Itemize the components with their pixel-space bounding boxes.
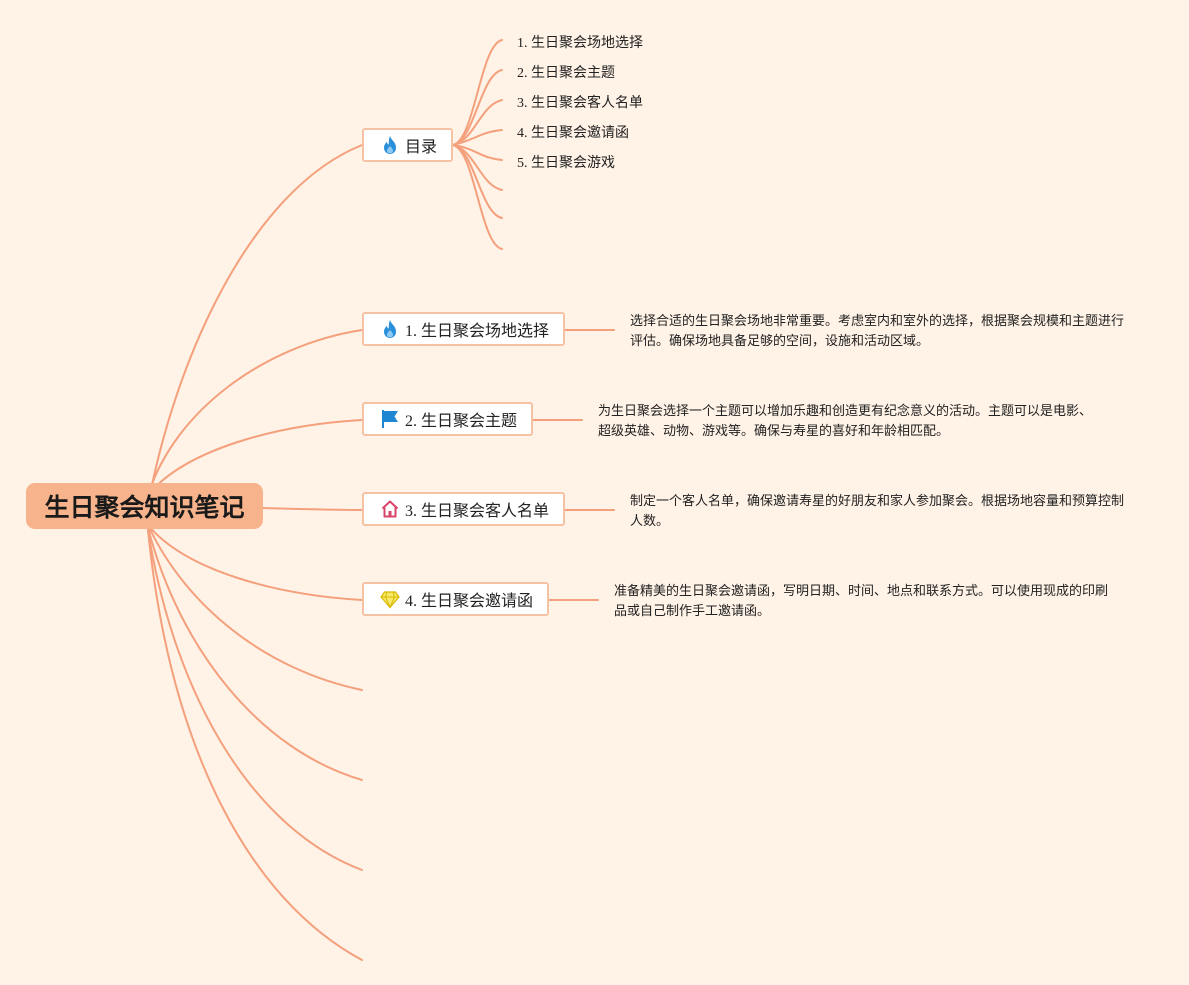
toc-item-3[interactable]: 3. 生日聚会客人名单 bbox=[517, 96, 643, 111]
toc-item-5[interactable]: 5. 生日聚会游戏 bbox=[517, 156, 615, 171]
connector-toc-item-4 bbox=[452, 129, 503, 146]
topic-description-guest-list: 制定一个客人名单，确保邀请寿星的好朋友和家人参加聚会。根据场地容量和预算控制人数… bbox=[630, 494, 1125, 529]
diamond-icon bbox=[380, 589, 400, 609]
connector-root-toc bbox=[147, 144, 363, 506]
connector-root-topic-1 bbox=[147, 329, 363, 496]
topic-label: 4. 生日聚会邀请函 bbox=[405, 593, 534, 610]
connector-root-topic-3 bbox=[261, 507, 363, 511]
toc-item-4[interactable]: 4. 生日聚会邀请函 bbox=[517, 126, 629, 141]
flag-icon bbox=[380, 409, 400, 429]
topic-node-venue[interactable]: 1. 生日聚会场地选择 bbox=[362, 312, 566, 346]
topic-label: 3. 生日聚会客人名单 bbox=[405, 503, 550, 520]
connector-toc-empty-3 bbox=[452, 144, 503, 250]
toc-node[interactable]: 目录 bbox=[362, 128, 454, 162]
root-title: 生日聚会知识笔记 bbox=[44, 493, 245, 522]
flame-icon bbox=[380, 319, 400, 339]
connector-root-empty-1 bbox=[147, 524, 363, 691]
topic-label: 1. 生日聚会场地选择 bbox=[405, 323, 550, 340]
topic-label: 2. 生日聚会主题 bbox=[405, 413, 518, 430]
toc-item-1[interactable]: 1. 生日聚会场地选择 bbox=[517, 36, 643, 51]
topic-description-venue: 选择合适的生日聚会场地非常重要。考虑室内和室外的选择，根据聚会规模和主题进行评估… bbox=[630, 314, 1125, 349]
connector-root-empty-4 bbox=[147, 529, 363, 961]
connector-toc-item-2 bbox=[452, 69, 503, 146]
topic-description-invitation: 准备精美的生日聚会邀请函，写明日期、时间、地点和联系方式。可以使用现成的印刷品或… bbox=[614, 584, 1109, 619]
house-icon bbox=[380, 499, 400, 519]
topic-description-theme: 为生日聚会选择一个主题可以增加乐趣和创造更有纪念意义的活动。主题可以是电影、超级… bbox=[598, 404, 1093, 439]
connector-toc-empty-2 bbox=[452, 144, 503, 219]
flame-icon bbox=[380, 135, 400, 155]
topic-node-guest-list[interactable]: 3. 生日聚会客人名单 bbox=[362, 492, 566, 526]
toc-label: 目录 bbox=[405, 139, 438, 156]
connector-root-topic-2 bbox=[147, 419, 363, 496]
topic-node-invitation[interactable]: 4. 生日聚会邀请函 bbox=[362, 582, 550, 616]
connector-root-topic-4 bbox=[147, 524, 363, 601]
connector-root-empty-3 bbox=[147, 529, 363, 871]
connector-toc-item-1 bbox=[452, 39, 503, 146]
toc-item-2[interactable]: 2. 生日聚会主题 bbox=[517, 66, 615, 81]
root-topic[interactable]: 生日聚会知识笔记 bbox=[26, 483, 263, 529]
connector-root-empty-2 bbox=[147, 527, 363, 781]
topic-node-theme[interactable]: 2. 生日聚会主题 bbox=[362, 402, 534, 436]
